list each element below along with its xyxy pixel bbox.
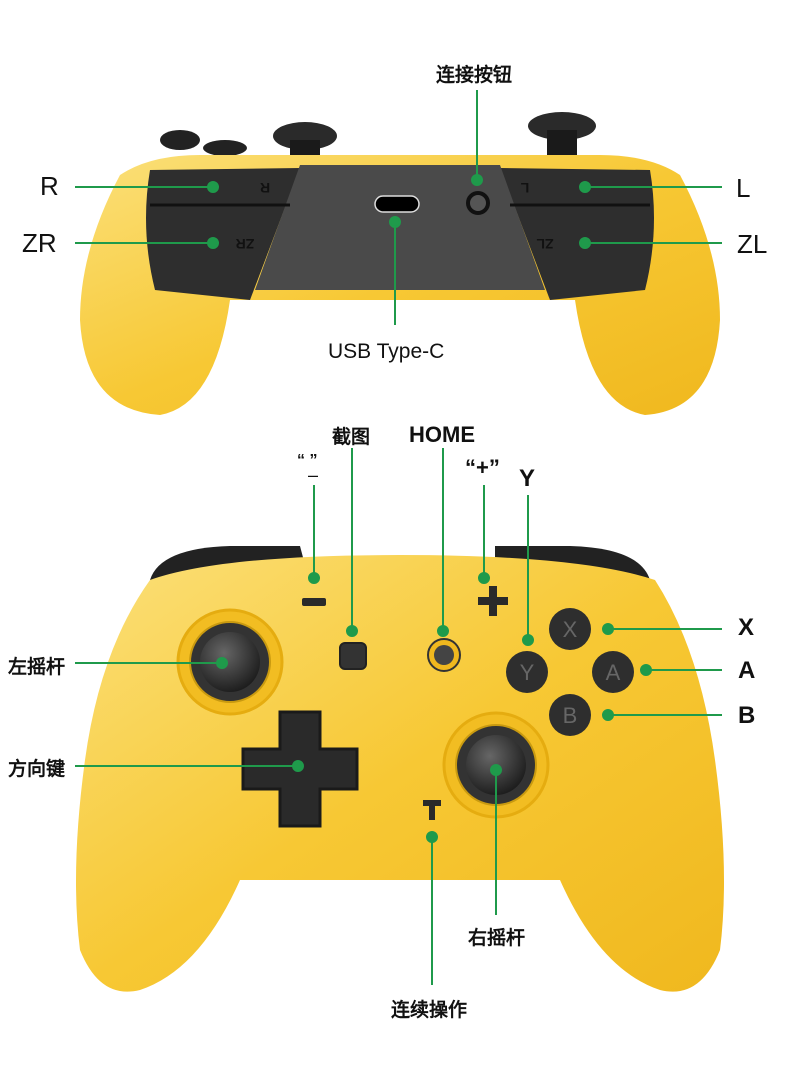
- label-y: Y: [519, 465, 536, 492]
- label-connect-button: 连接按钮: [436, 65, 513, 86]
- a-button: [592, 651, 634, 693]
- connect-button: [466, 191, 490, 215]
- minus-button: [302, 598, 326, 606]
- home-button: [434, 645, 454, 665]
- controller-top-view: [80, 112, 720, 415]
- label-right-stick: 右摇杆: [468, 928, 526, 949]
- a-glyph: A: [606, 660, 621, 685]
- label-a: A: [738, 657, 756, 684]
- label-usb-type-c: USB Type-C: [328, 340, 445, 363]
- r-glyph: R: [260, 180, 270, 196]
- y-button: [506, 651, 548, 693]
- controller-front-view: X Y A B: [76, 546, 724, 992]
- label-minus-sign: –: [308, 465, 319, 485]
- b-button: [549, 694, 591, 736]
- top-button-left: [160, 130, 200, 150]
- label-plus: “+”: [465, 455, 500, 480]
- plus-button: [478, 586, 508, 616]
- zl-glyph: ZL: [536, 236, 554, 252]
- label-zr: ZR: [22, 228, 57, 258]
- y-glyph: Y: [520, 660, 535, 685]
- zr-trigger: [146, 168, 300, 300]
- label-screenshot: 截图: [332, 427, 371, 448]
- leader-lines: [75, 90, 722, 985]
- usb-c-port: [374, 195, 420, 213]
- label-dpad: 方向键: [8, 759, 66, 780]
- x-glyph: X: [563, 617, 578, 642]
- label-l: L: [736, 173, 751, 203]
- label-home: HOME: [409, 422, 475, 447]
- label-zl: ZL: [737, 229, 768, 259]
- left-stick: [200, 632, 260, 692]
- thumbstick-top-right: [528, 112, 596, 140]
- turbo-button: [423, 800, 441, 820]
- label-minus-quotes: “ ”: [297, 452, 318, 469]
- label-left-stick: 左摇杆: [8, 657, 66, 678]
- label-b: B: [738, 702, 756, 729]
- b-glyph: B: [563, 703, 578, 728]
- label-x: X: [738, 614, 755, 641]
- x-button: [549, 608, 591, 650]
- zl-trigger: [500, 168, 654, 300]
- label-turbo: 连续操作: [391, 1000, 468, 1021]
- top-panel: [255, 165, 545, 290]
- thumbstick-top-left: [273, 122, 337, 150]
- zr-glyph: ZR: [236, 236, 255, 252]
- screenshot-button: [339, 642, 367, 670]
- l-glyph: L: [520, 180, 529, 196]
- label-r: R: [40, 171, 59, 201]
